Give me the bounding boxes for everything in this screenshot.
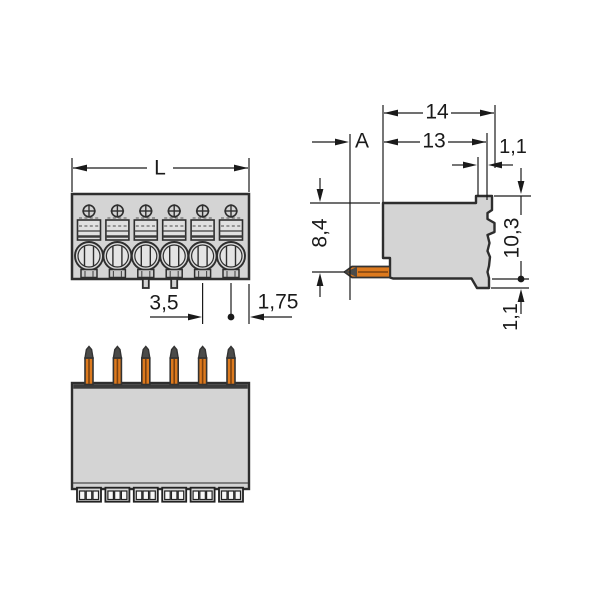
reference-A <box>312 134 351 300</box>
side-view-housing <box>381 194 496 290</box>
serration-2 <box>104 486 131 503</box>
arrowhead-pitch <box>188 313 202 321</box>
arrowhead-bottom <box>316 273 324 286</box>
dimension-foot-height-label: 1,1 <box>500 303 522 331</box>
bottom-view-housing <box>70 381 251 491</box>
side-view <box>342 194 496 290</box>
side-view-pin-tip <box>345 267 357 277</box>
dimension-13 <box>384 131 488 200</box>
arrowhead-down <box>517 181 525 194</box>
dimension-latch-width-label: 1,1 <box>499 136 527 158</box>
arrowhead-up <box>517 289 525 302</box>
housing-top-band <box>73 384 248 389</box>
front-view <box>70 192 251 289</box>
arrowhead-left <box>463 161 477 169</box>
arrowhead-right <box>488 161 502 169</box>
mounting-foot-left <box>141 278 150 289</box>
serration-1 <box>76 486 102 503</box>
dimension-1-1-bottom <box>491 287 529 314</box>
arrowhead-left <box>384 138 398 146</box>
serration-4 <box>161 486 188 503</box>
dimension-pitch-group <box>150 283 292 324</box>
serration-5 <box>189 486 216 503</box>
serration-3 <box>132 486 159 503</box>
pin-1 <box>84 345 94 386</box>
arrowhead <box>335 138 349 146</box>
pin-6 <box>226 345 236 386</box>
dimension-depth-to-pin-label: 13 <box>422 130 445 153</box>
arrowhead-top <box>316 189 324 202</box>
dimension-L-label: L <box>154 157 166 180</box>
dimension-height-total-label: 10,3 <box>501 218 524 259</box>
pin-2 <box>112 345 123 386</box>
serration-6 <box>218 486 244 503</box>
pin-4 <box>169 345 179 386</box>
pin-5 <box>197 345 208 386</box>
dimension-edge-offset-label: 1,75 <box>258 291 299 314</box>
pin-3 <box>141 345 151 386</box>
arrowhead-right <box>472 138 486 146</box>
arrowhead-right <box>480 109 494 117</box>
dimension-depth-total-label: 14 <box>425 101 449 124</box>
dimension-8-4 <box>310 178 380 297</box>
label-backing <box>423 102 451 123</box>
reference-A-label: A <box>355 130 369 153</box>
label-backing <box>420 131 448 152</box>
dimension-10-3 <box>492 196 529 283</box>
arrowhead-left <box>73 164 87 172</box>
dimension-1-1-top <box>452 157 531 197</box>
dimension-L <box>71 156 250 192</box>
label-backing <box>147 156 173 178</box>
dimension-pitch-label: 3,5 <box>149 292 178 315</box>
reference-dot <box>517 275 525 283</box>
mounting-foot-right <box>170 278 179 289</box>
bottom-view <box>70 345 251 503</box>
arrowhead-right <box>234 164 248 172</box>
arrowhead-edge <box>250 313 264 321</box>
dimension-14 <box>382 102 496 202</box>
dimension-height-to-pin-label: 8,4 <box>309 218 332 248</box>
reference-dot <box>227 313 235 321</box>
arrowhead-left <box>384 109 398 117</box>
